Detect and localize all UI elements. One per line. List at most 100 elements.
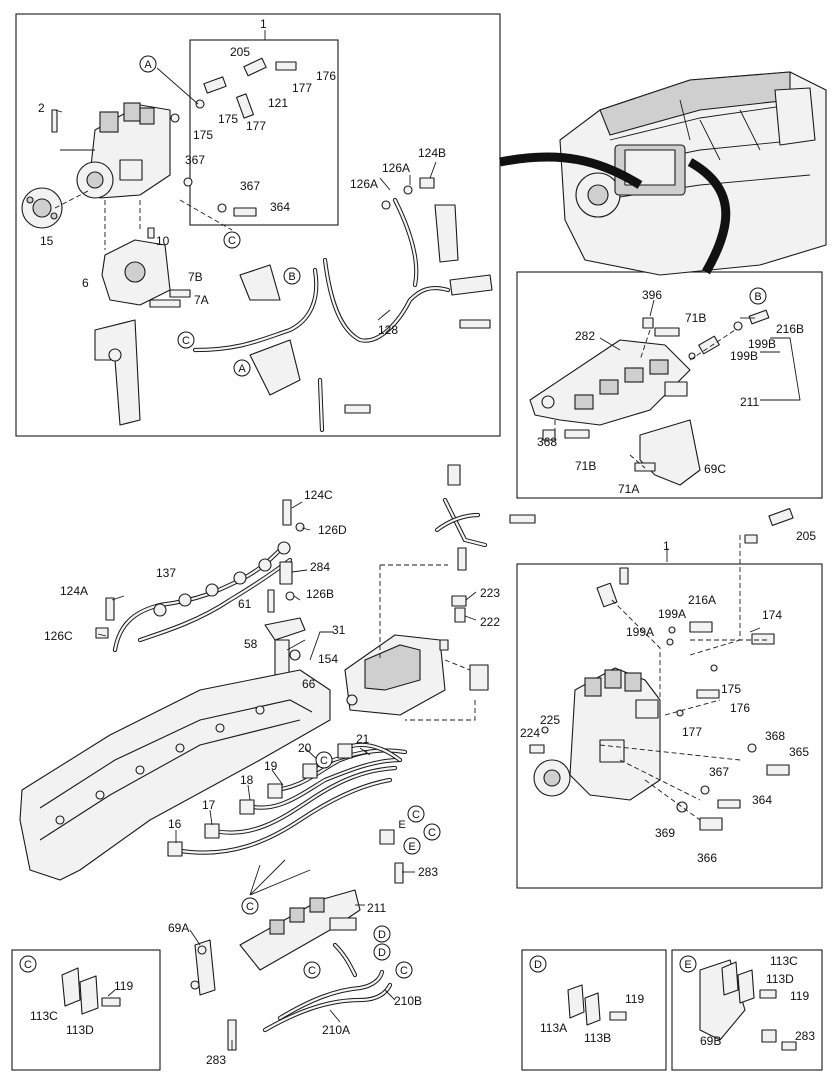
ref-circle-c: C	[303, 961, 321, 979]
callout: 71B	[575, 459, 596, 473]
callout: 210B	[394, 994, 422, 1008]
svg-text:D: D	[378, 947, 386, 959]
detail-label-c: C	[19, 955, 37, 973]
callout: 7A	[194, 293, 209, 307]
rail-211-lower	[239, 889, 361, 971]
bolts-lower	[190, 829, 404, 1051]
callout: 211	[740, 395, 759, 409]
frame-detail-d	[521, 949, 667, 1071]
ref-circle-c: C	[177, 331, 195, 349]
callout: 20	[298, 741, 312, 755]
fuel-pump-detail	[533, 667, 661, 801]
coupling-15	[21, 187, 63, 229]
callout: 126C	[44, 629, 73, 643]
ref-circle-b: B	[749, 287, 767, 305]
ref-circle-a: A	[233, 359, 251, 377]
svg-text:C: C	[320, 755, 328, 767]
injector-parts	[264, 561, 306, 695]
fuel-pump-top	[76, 102, 171, 199]
svg-text:D: D	[534, 959, 542, 971]
frame-detail-c	[11, 949, 161, 1071]
detail-label-e: E	[679, 955, 697, 973]
bracket-282-assembly	[529, 339, 691, 426]
callout: 177	[246, 119, 266, 133]
callout-labels: 1 205 176 177 121 177 175 175 2 367 367 …	[30, 17, 816, 1067]
callout: 113C	[30, 1009, 58, 1023]
callout: 71B	[685, 311, 706, 325]
callout: 124A	[60, 584, 88, 598]
callout: 177	[682, 725, 702, 739]
callout: 174	[762, 608, 782, 622]
callout: 176	[730, 701, 750, 715]
bolts-bracket-box	[542, 309, 770, 472]
frame-top-left	[15, 13, 501, 437]
callout: 124C	[304, 488, 333, 502]
callout: 199A	[626, 625, 654, 639]
svg-text:C: C	[428, 827, 436, 839]
ref-circle-b: B	[283, 267, 301, 285]
ref-circle-e: E	[398, 819, 405, 831]
ref-circle-a: A	[139, 55, 157, 73]
detail-e-bracket	[699, 959, 797, 1051]
callout: 113A	[540, 1021, 567, 1035]
callout: 69A	[168, 921, 189, 935]
callout: 31	[332, 623, 346, 637]
callout: 1	[260, 17, 267, 31]
callout: 175	[721, 682, 741, 696]
bracket-lower-left	[94, 319, 141, 426]
callout: 1	[663, 539, 670, 553]
callout: 224	[520, 726, 540, 740]
callout: 225	[540, 713, 560, 727]
svg-text:A: A	[238, 363, 246, 375]
svg-text:C: C	[246, 901, 254, 913]
callout: 367	[240, 179, 260, 193]
injector-rail	[95, 499, 305, 653]
callout: 368	[765, 729, 785, 743]
callout: 119	[114, 979, 133, 993]
callout: 128	[378, 323, 398, 337]
callout: 113D	[66, 1023, 94, 1037]
svg-text:C: C	[228, 235, 236, 247]
callout: 119	[625, 992, 644, 1006]
svg-text:E: E	[398, 819, 405, 831]
callout: 283	[206, 1053, 226, 1067]
callout: 66	[302, 677, 316, 691]
callout: 368	[537, 435, 557, 449]
callout: 364	[270, 200, 290, 214]
callout: 283	[795, 1029, 815, 1043]
rocker-gasket	[19, 669, 331, 881]
callout: 71A	[618, 482, 639, 496]
bracket-6	[101, 239, 171, 306]
callout: 369	[655, 826, 675, 840]
callout: 223	[480, 586, 500, 600]
callout: 121	[268, 96, 288, 110]
bolts-top-left	[51, 57, 491, 414]
bolts-pump-detail	[529, 507, 794, 831]
fuel-lines-center	[434, 464, 536, 691]
callout: 126D	[318, 523, 347, 537]
callout: 154	[318, 652, 338, 666]
callout: 58	[244, 637, 258, 651]
callout: 119	[790, 989, 809, 1003]
callout: 216B	[776, 322, 804, 336]
callout: 366	[697, 851, 717, 865]
frame-inner-pump	[189, 39, 339, 226]
callout: 18	[240, 773, 254, 787]
callout: 7B	[188, 270, 203, 284]
detail-c-clamps	[61, 967, 121, 1015]
svg-text:C: C	[412, 809, 420, 821]
connector-curve-right	[687, 158, 731, 275]
callout: 177	[292, 81, 312, 95]
ref-circle-d: D	[373, 943, 391, 961]
callout: 124B	[418, 146, 446, 160]
injection-pipes-lower	[167, 742, 408, 857]
svg-text:A: A	[144, 59, 152, 71]
engine-illustration	[559, 71, 827, 276]
callout: 10	[156, 234, 170, 248]
bracket-69c	[639, 419, 701, 486]
ref-markers: A A B B C C C C C C C C D D E E C D E	[19, 55, 767, 979]
callout: 199B	[748, 337, 776, 351]
callout: 199A	[658, 607, 686, 621]
callout: 205	[796, 529, 816, 543]
